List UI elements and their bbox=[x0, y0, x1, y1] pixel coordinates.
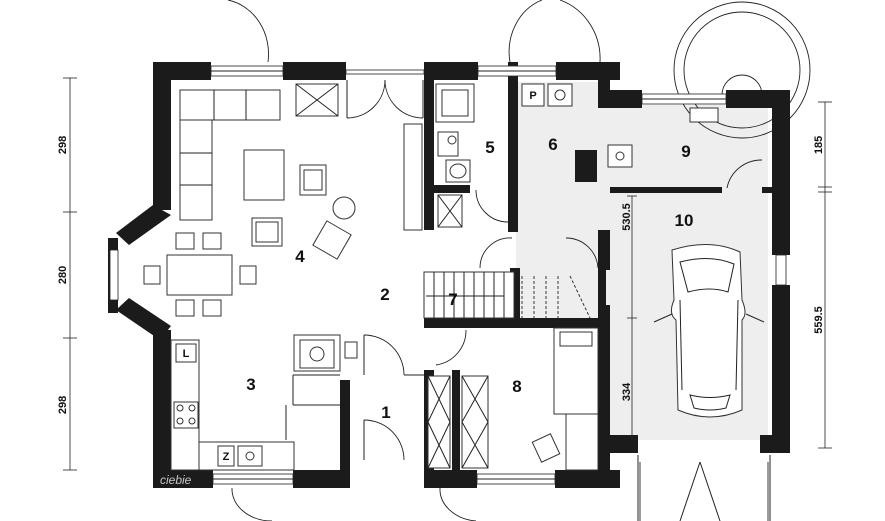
office-furniture bbox=[427, 327, 599, 471]
bottom-exterior-arcs bbox=[231, 487, 477, 521]
dim-left-top: 298 bbox=[57, 136, 69, 154]
room-number-3: 3 bbox=[246, 375, 255, 394]
room-number-5: 5 bbox=[485, 138, 494, 157]
car-icon bbox=[653, 243, 765, 418]
dim-right-total: 559.5 bbox=[813, 306, 825, 334]
room-number-1: 1 bbox=[381, 403, 390, 422]
dim-garage-upper: 530.5 bbox=[621, 203, 633, 231]
staircase bbox=[423, 271, 591, 319]
dimension-lines bbox=[63, 77, 832, 471]
watermark-text: ciebie bbox=[160, 473, 192, 487]
room-number-10: 10 bbox=[675, 211, 694, 230]
dim-right-top: 185 bbox=[813, 136, 825, 154]
exterior-entry-arcs bbox=[227, 0, 811, 139]
room-number-9: 9 bbox=[681, 142, 690, 161]
windows bbox=[109, 65, 787, 485]
dim-garage-lower: 334 bbox=[621, 382, 633, 401]
sink-label: Z bbox=[223, 451, 230, 463]
dim-left-bottom: 298 bbox=[57, 396, 69, 414]
boiler-label: P bbox=[529, 90, 536, 102]
pantry-label: L bbox=[183, 348, 190, 360]
living-room-furniture bbox=[143, 83, 423, 317]
room-number-7: 7 bbox=[448, 290, 457, 309]
bathroom-fixtures bbox=[435, 83, 475, 228]
room-number-8: 8 bbox=[512, 377, 521, 396]
door-swings bbox=[346, 79, 763, 461]
room-number-4: 4 bbox=[295, 247, 305, 266]
driveway bbox=[637, 455, 771, 521]
kitchen-fixtures: L Z bbox=[170, 334, 358, 471]
room-number-2: 2 bbox=[380, 285, 389, 304]
walls bbox=[108, 62, 790, 488]
boiler-room-fixtures: P bbox=[521, 83, 719, 168]
dim-left-mid: 280 bbox=[57, 266, 69, 284]
room-number-6: 6 bbox=[548, 135, 557, 154]
